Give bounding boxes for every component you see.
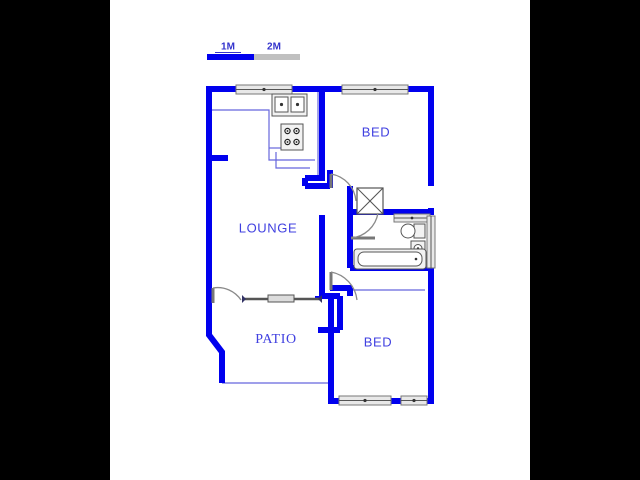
doors-group — [211, 173, 379, 303]
room-labels: LOUNGE BED BED PATIO — [239, 124, 393, 349]
scale-label-1m: 1M — [221, 42, 235, 53]
toilet-fixture — [400, 223, 426, 239]
kitchen-lower-counter — [275, 152, 310, 169]
fixtures-group — [271, 93, 427, 270]
scale-label-2m: 2M — [267, 42, 281, 53]
room-label-bed-bottom: BED — [364, 334, 393, 349]
window-bed-top — [341, 84, 409, 95]
door-bathroom — [350, 212, 379, 240]
window-bed-bottom-right — [400, 395, 428, 406]
door-lounge-entry — [211, 286, 242, 303]
room-label-lounge: LOUNGE — [239, 220, 298, 235]
window-bathroom — [393, 213, 431, 223]
window-right-wall — [426, 215, 436, 269]
window-kitchen — [235, 84, 293, 95]
sliding-door-patio — [242, 294, 322, 303]
thin-interior-lines — [212, 92, 425, 384]
room-label-bed-top: BED — [362, 124, 391, 139]
scale-bar-empty-segment — [254, 54, 300, 60]
bathtub-fixture — [353, 248, 427, 270]
shower-fixture — [356, 187, 384, 215]
door-bed-top — [329, 173, 357, 202]
door-bed-bottom — [329, 271, 358, 301]
scale-bar-filled-segment — [207, 54, 254, 60]
stove-fixture — [280, 123, 304, 151]
wall-exterior-left-chamfer — [206, 303, 225, 383]
wall-structure — [206, 86, 434, 404]
scale-bar: 1M 2M — [207, 42, 300, 60]
window-bed-bottom-left — [338, 395, 392, 406]
kitchen-counter-line — [212, 109, 315, 161]
kitchen-sink-fixture — [271, 93, 308, 117]
room-label-patio: PATIO — [255, 332, 296, 347]
windows-group — [235, 84, 436, 406]
